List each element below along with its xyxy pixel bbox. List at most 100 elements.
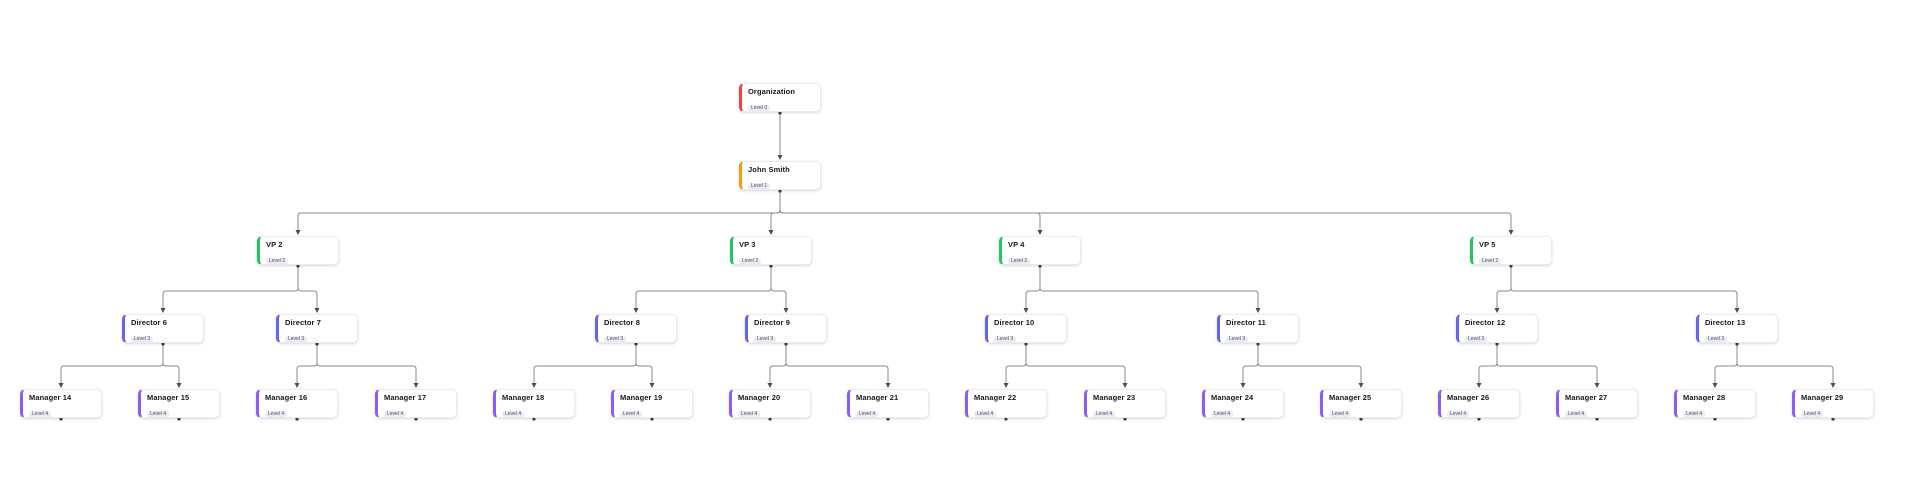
node-title: Manager 18 [502, 393, 545, 402]
node-manager-21[interactable]: Manager 21 Level 4 [847, 389, 929, 418]
edge-connector [162, 265, 299, 309]
edge-arrowhead-icon [649, 383, 655, 388]
node-bottom-handle[interactable] [1595, 417, 1599, 421]
node-bottom-handle[interactable] [768, 417, 772, 421]
node-title: Director 10 [994, 318, 1035, 327]
edge-arrowhead-icon [1023, 308, 1029, 313]
edge-arrowhead-icon [768, 230, 774, 235]
node-bottom-handle[interactable] [1256, 342, 1260, 346]
node-bottom-handle[interactable] [778, 189, 782, 193]
node-title: Manager 16 [265, 393, 308, 402]
node-bottom-handle[interactable] [1004, 417, 1008, 421]
edge-arrowhead-icon [1494, 308, 1500, 313]
node-manager-20[interactable]: Manager 20 Level 4 [729, 389, 811, 418]
node-title: VP 3 [739, 240, 756, 249]
edge-arrowhead-icon [633, 308, 639, 313]
edge-arrowhead-icon [1594, 383, 1600, 388]
node-director-9[interactable]: Director 9 Level 3 [745, 314, 827, 343]
node-bottom-handle[interactable] [1038, 264, 1042, 268]
node-director-13[interactable]: Director 13 Level 3 [1696, 314, 1778, 343]
node-bottom-handle[interactable] [1509, 264, 1513, 268]
edge-connector [1005, 343, 1027, 384]
node-bottom-handle[interactable] [296, 264, 300, 268]
node-director-12[interactable]: Director 12 Level 3 [1456, 314, 1538, 343]
node-bottom-handle[interactable] [161, 342, 165, 346]
node-bottom-handle[interactable] [59, 417, 63, 421]
edge-connector [1242, 343, 1259, 384]
node-bottom-handle[interactable] [1831, 417, 1835, 421]
node-manager-19[interactable]: Manager 19 Level 4 [611, 389, 693, 418]
node-manager-18[interactable]: Manager 18 Level 4 [493, 389, 575, 418]
node-title: Manager 25 [1329, 393, 1372, 402]
node-bottom-handle[interactable] [778, 111, 782, 115]
node-level-badge: Level 3 [285, 336, 308, 343]
edge-connector [769, 343, 787, 384]
node-bottom-handle[interactable] [1024, 342, 1028, 346]
node-bottom-handle[interactable] [1123, 417, 1127, 421]
node-manager-22[interactable]: Manager 22 Level 4 [965, 389, 1047, 418]
node-level-badge: Level 4 [1683, 411, 1706, 418]
node-level-badge: Level 1 [748, 183, 771, 190]
edge-connector [1257, 343, 1362, 384]
node-director-7[interactable]: Director 7 Level 3 [276, 314, 358, 343]
node-title: Manager 15 [147, 393, 190, 402]
node-bottom-handle[interactable] [634, 342, 638, 346]
node-manager-27[interactable]: Manager 27 Level 4 [1556, 389, 1638, 418]
edge-connector [297, 265, 318, 309]
node-manager-25[interactable]: Manager 25 Level 4 [1320, 389, 1402, 418]
node-manager-24[interactable]: Manager 24 Level 4 [1202, 389, 1284, 418]
node-vp-3[interactable]: VP 3 Level 2 [730, 236, 812, 265]
node-john-smith[interactable]: John Smith Level 1 [739, 161, 821, 190]
node-manager-23[interactable]: Manager 23 Level 4 [1084, 389, 1166, 418]
node-title: Director 11 [1226, 318, 1266, 327]
node-manager-28[interactable]: Manager 28 Level 4 [1674, 389, 1756, 418]
node-manager-14[interactable]: Manager 14 Level 4 [20, 389, 102, 418]
node-bottom-handle[interactable] [315, 342, 319, 346]
node-bottom-handle[interactable] [414, 417, 418, 421]
node-manager-17[interactable]: Manager 17 Level 4 [375, 389, 457, 418]
node-vp-2[interactable]: VP 2 Level 2 [257, 236, 339, 265]
node-bottom-handle[interactable] [295, 417, 299, 421]
edge-connector [60, 343, 164, 384]
node-level-badge: Level 4 [1447, 411, 1470, 418]
edge-arrowhead-icon [783, 308, 789, 313]
node-bottom-handle[interactable] [650, 417, 654, 421]
node-title: Manager 27 [1565, 393, 1608, 402]
node-bottom-handle[interactable] [1495, 342, 1499, 346]
node-level-badge: Level 3 [1465, 336, 1488, 343]
node-bottom-handle[interactable] [532, 417, 536, 421]
node-bottom-handle[interactable] [177, 417, 181, 421]
edge-connector [770, 190, 781, 231]
node-bottom-handle[interactable] [1477, 417, 1481, 421]
node-level-badge: Level 4 [147, 411, 170, 418]
node-manager-26[interactable]: Manager 26 Level 4 [1438, 389, 1520, 418]
node-director-6[interactable]: Director 6 Level 3 [122, 314, 204, 343]
node-bottom-handle[interactable] [769, 264, 773, 268]
edge-connector [297, 190, 781, 231]
node-manager-15[interactable]: Manager 15 Level 4 [138, 389, 220, 418]
node-title: Organization [748, 87, 796, 96]
edge-arrowhead-icon [885, 383, 891, 388]
node-organization[interactable]: Organization Level 0 [739, 83, 821, 112]
node-bottom-handle[interactable] [1241, 417, 1245, 421]
node-bottom-handle[interactable] [1735, 342, 1739, 346]
node-level-badge: Level 4 [29, 411, 52, 418]
node-manager-16[interactable]: Manager 16 Level 4 [256, 389, 338, 418]
node-bottom-handle[interactable] [1713, 417, 1717, 421]
node-level-badge: Level 3 [994, 336, 1017, 343]
node-bottom-handle[interactable] [784, 342, 788, 346]
edge-arrowhead-icon [295, 230, 301, 235]
node-level-badge: Level 3 [1705, 336, 1728, 343]
node-vp-5[interactable]: VP 5 Level 2 [1470, 236, 1552, 265]
node-bottom-handle[interactable] [1359, 417, 1363, 421]
node-title: Director 8 [604, 318, 641, 327]
edge-arrowhead-icon [1122, 383, 1128, 388]
node-bottom-handle[interactable] [886, 417, 890, 421]
node-director-8[interactable]: Director 8 Level 3 [595, 314, 677, 343]
node-title: Manager 28 [1683, 393, 1726, 402]
node-manager-29[interactable]: Manager 29 Level 4 [1792, 389, 1874, 418]
node-director-10[interactable]: Director 10 Level 3 [985, 314, 1067, 343]
node-vp-4[interactable]: VP 4 Level 2 [999, 236, 1081, 265]
node-director-11[interactable]: Director 11 Level 3 [1217, 314, 1299, 343]
